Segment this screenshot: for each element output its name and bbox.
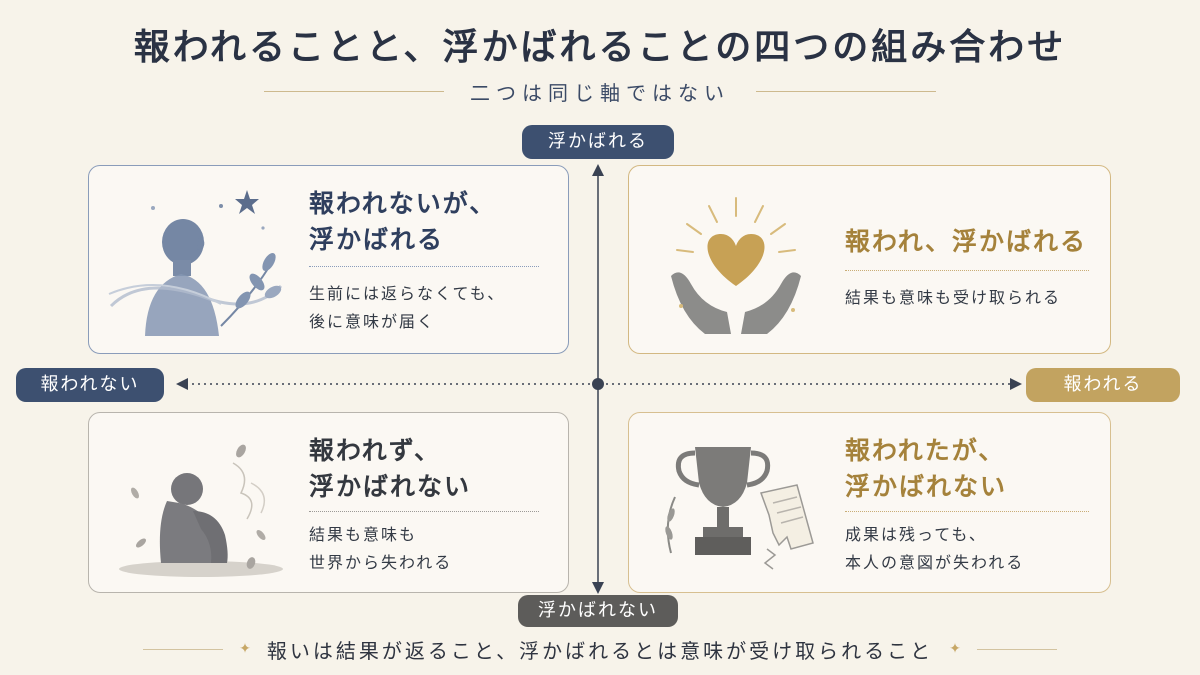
footer-line-left [143,648,224,650]
axis-arrow-up-icon [592,164,604,176]
axis-arrow-right-icon [1010,378,1022,390]
axis-label-right: 報われる [1026,368,1180,402]
axis-label-top: 浮かばれる [522,125,674,159]
footer-text: 報いは結果が返ること、浮かばれるとは意味が受け取られること [266,638,934,663]
subtitle-line-right [756,90,936,92]
quadrant-top-right-heading: 報われ、浮かばれる [845,227,1088,256]
quadrant-bottom-left-description: 結果も意味も 世界から失われる [309,525,453,572]
quadrant-bottom-right-description: 成果は残っても、 本人の意図が失われる [845,525,1025,572]
quadrant-top-right: 報われ、浮かばれる 結果も意味も受け取られる [628,165,1111,354]
quadrant-bottom-left: 報われず、 浮かばれない 結果も意味も 世界から失われる [88,412,569,593]
axis-arrow-down-icon [592,582,604,594]
sparkle-icon: ✦ [949,641,961,657]
sparkle-icon: ✦ [239,641,251,657]
quadrant-top-left-description: 生前には返らなくても、 後に意味が届く [309,284,506,331]
quadrant-top-right-divider [845,270,1089,271]
axis-origin-dot [592,378,604,390]
subtitle: 二つは同じ軸ではない [470,80,730,105]
person-looking-up-icon [108,190,283,336]
person-sitting-hunched-icon [119,444,283,577]
quadrant-bottom-right-heading: 報われたが、 浮かばれない [845,436,1008,501]
subtitle-row: 二つは同じ軸ではない [0,76,1200,106]
axis-arrow-left-icon [176,378,188,390]
quadrant-bottom-left-heading: 報われず、 浮かばれない [309,436,472,501]
page-title: 報われることと、浮かばれることの四つの組み合わせ [133,26,1067,68]
hands-holding-heart-icon [671,197,801,334]
footer-line-right [976,648,1057,650]
quadrant-top-left-divider [309,266,539,267]
quadrant-top-right-description: 結果も意味も受け取られる [845,288,1062,307]
subtitle-line-left [264,90,444,92]
quadrant-top-left: 報われないが、 浮かばれる 生前には返らなくても、 後に意味が届く [88,165,569,354]
quadrant-top-left-heading: 報われないが、 浮かばれる [309,189,497,254]
trophy-and-torn-paper-icon [665,447,814,570]
axis-label-left: 報われない [16,368,164,402]
footer: ✦ 報いは結果が返ること、浮かばれるとは意味が受け取られること ✦ [0,632,1200,666]
quadrant-bottom-right: 報われたが、 浮かばれない 成果は残っても、 本人の意図が失われる [628,412,1111,593]
quadrant-bottom-left-divider [309,511,539,512]
quadrant-bottom-right-divider [845,511,1089,512]
axis-label-bottom: 浮かばれない [518,595,678,627]
